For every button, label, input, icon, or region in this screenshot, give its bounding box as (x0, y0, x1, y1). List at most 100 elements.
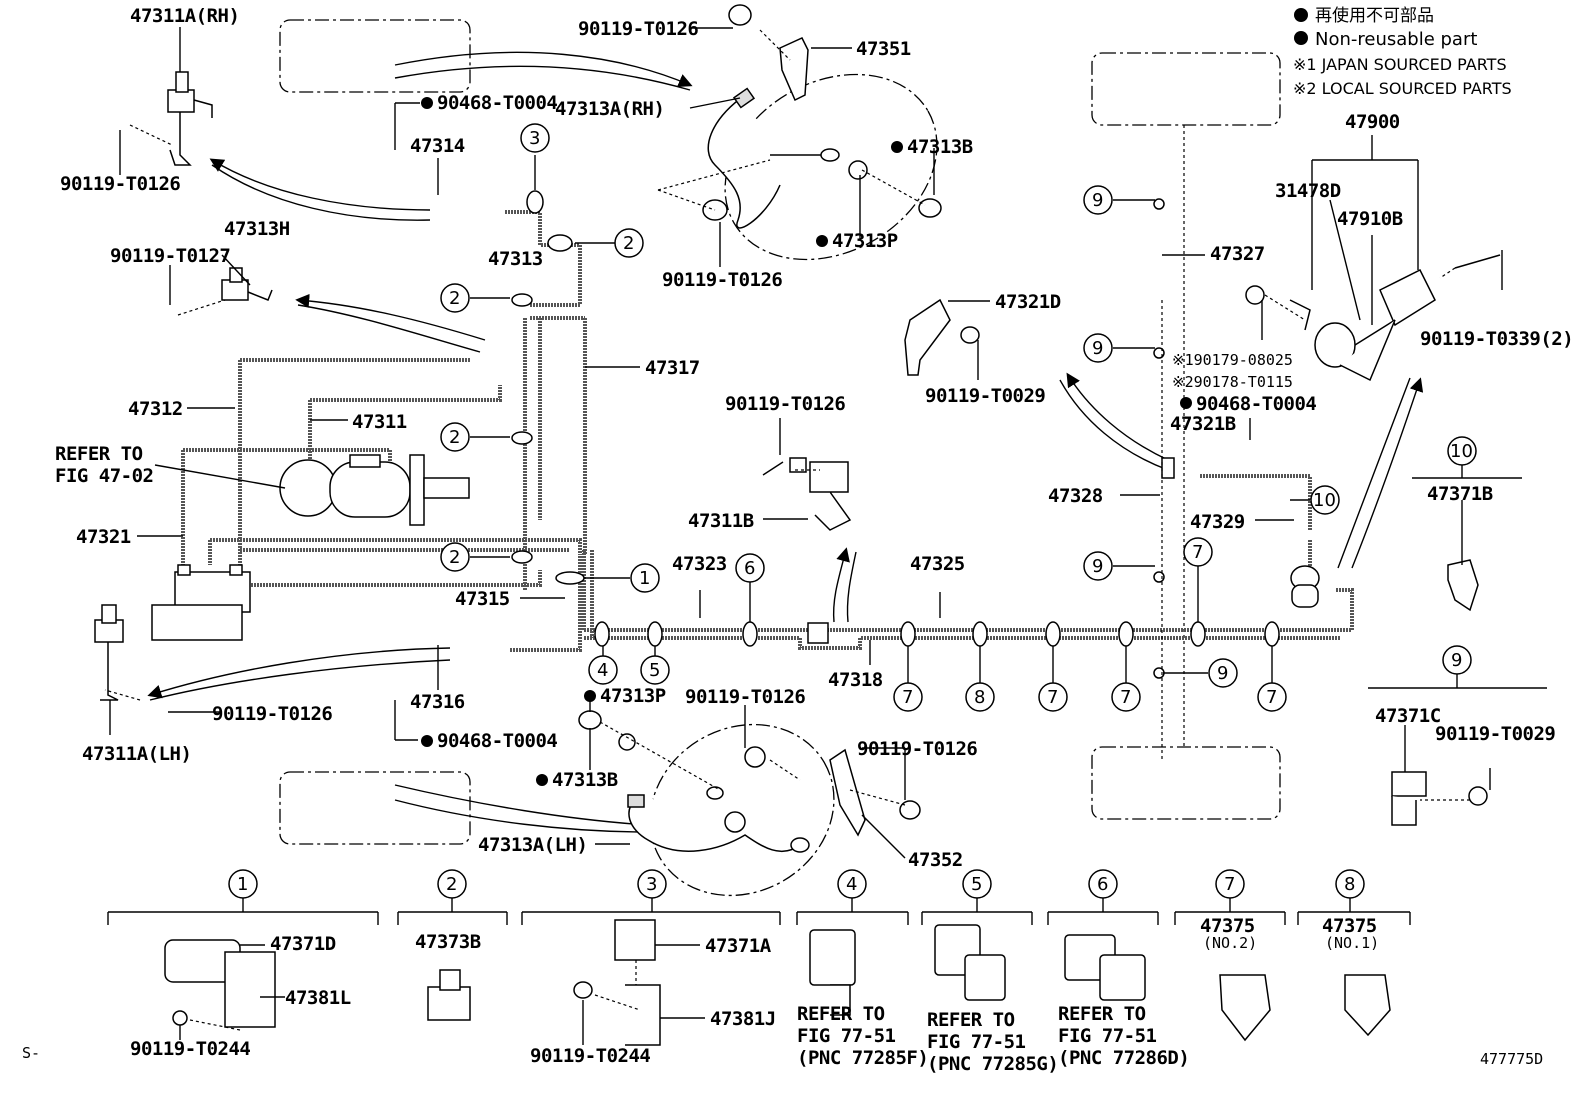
label-90119-T0339: 90119-T0339(2) (1420, 328, 1573, 350)
bracket-47311B (789, 457, 852, 531)
label-47311A-rh: 47311A(RH) (130, 5, 239, 27)
svg-text:3: 3 (529, 128, 540, 149)
ref-2-b: 2 (440, 283, 470, 313)
label-47373B: 47373B (415, 931, 481, 953)
label-47321B: 47321B (1170, 413, 1236, 435)
label-90119-T0127: 90119-T0127 (110, 245, 230, 267)
master-cylinder (279, 454, 470, 526)
legend-ja: 再使用不可部品 (1315, 5, 1434, 26)
label-fig-77-51-c: FIG 77-51 (927, 1031, 1026, 1053)
label-47371D: 47371D (270, 933, 336, 955)
label-refer-to-d: REFER TO (1058, 1003, 1146, 1025)
label-47900: 47900 (1345, 111, 1400, 133)
legend-en: Non-reusable part (1315, 29, 1477, 50)
label-90179-08025: ※190179-08025 (1172, 351, 1293, 369)
brake-pipes (181, 210, 1354, 652)
label-90119-T0126-f: 90119-T0126 (685, 686, 805, 708)
svg-text:7: 7 (902, 687, 913, 708)
label-90119-T0126-c: 90119-T0126 (662, 269, 782, 291)
label-fig-77-51-d: FIG 77-51 (1058, 1025, 1157, 1047)
svg-text:5: 5 (971, 874, 982, 895)
ref-10-main: 10 (1310, 485, 1340, 515)
clip-77285G (934, 924, 1006, 1001)
svg-text:4: 4 (597, 660, 608, 681)
svg-text:5: 5 (649, 660, 660, 681)
clip-47371A (573, 919, 661, 1046)
clip-47371C (1391, 771, 1488, 826)
components (94, 4, 1501, 1046)
label-47351: 47351 (856, 38, 911, 60)
label-47371B: 47371B (1427, 483, 1493, 505)
svg-text:9: 9 (1092, 338, 1103, 359)
label-47316: 47316 (410, 691, 465, 713)
label-90119-T0126-b: 90119-T0126 (60, 173, 180, 195)
label-47321D: 47321D (995, 291, 1061, 313)
label-90468-T0004-b: 90468-T0004 (437, 730, 557, 752)
label-90119-T0126-e: 90119-T0126 (212, 703, 332, 725)
clip-47373B (427, 969, 471, 1021)
label-47325: 47325 (910, 553, 965, 575)
svg-text:3: 3 (646, 874, 657, 895)
svg-text:7: 7 (1224, 874, 1235, 895)
label-47375-no2: 47375 (1200, 915, 1255, 937)
label-47352: 47352 (908, 849, 963, 871)
svg-text:8: 8 (1344, 874, 1355, 895)
label-47375-no1: 47375 (1322, 915, 1377, 937)
label-90119-T0029-a: 90119-T0029 (925, 385, 1045, 407)
label-pnc-77285G: (PNC 77285G) (927, 1053, 1058, 1075)
svg-text:9: 9 (1451, 650, 1462, 671)
label-refer-to-a: REFER TO (55, 443, 143, 465)
legend: 再使用不可部品 Non-reusable part ※1 JAPAN SOURC… (1293, 5, 1512, 98)
ref-7-a: 7 (893, 682, 923, 712)
clip-47371D (164, 939, 276, 1028)
label-47371A: 47371A (705, 935, 772, 957)
label-47315: 47315 (455, 588, 510, 610)
label-47317: 47317 (645, 357, 700, 379)
label-90468-T0004-c: 90468-T0004 (1196, 393, 1316, 415)
svg-text:7: 7 (1047, 687, 1058, 708)
abs-actuator (151, 564, 251, 641)
label-47381L: 47381L (285, 987, 351, 1009)
label-47910B: 47910B (1337, 208, 1403, 230)
ref-9-d: 9 (1208, 658, 1238, 688)
label-47313: 47313 (488, 248, 543, 270)
label-47313B-a: 47313B (907, 136, 973, 158)
label-fig-47-02: FIG 47-02 (55, 465, 153, 487)
label-47313B-b: 47313B (552, 769, 618, 791)
label-pnc-77286D: (PNC 77286D) (1058, 1047, 1189, 1069)
label-47381J: 47381J (710, 1008, 776, 1030)
height-sensor-47900 (1161, 254, 1501, 608)
ref-6-bottom: 6 (1088, 869, 1118, 899)
label-47321: 47321 (76, 526, 131, 548)
label-90119-T0126-g: 90119-T0126 (857, 738, 977, 760)
ref-3-bottom: 3 (637, 869, 667, 899)
label-47313P-b: 47313P (600, 685, 666, 707)
ref-8-bottom: 8 (1335, 869, 1365, 899)
label-31478D: 31478D (1275, 180, 1341, 202)
label-90119-T0244-b: 90119-T0244 (530, 1045, 650, 1067)
label-90119-T0126-a: 90119-T0126 (578, 18, 698, 40)
leader-lines (107, 27, 1547, 1045)
junction-47313H (221, 267, 273, 301)
ref-8-main: 8 (965, 682, 995, 712)
label-47313P-a: 47313P (832, 230, 898, 252)
svg-text:7: 7 (1266, 687, 1277, 708)
ref-7-bottom: 7 (1215, 869, 1245, 899)
flex-hose-rh (702, 4, 942, 229)
ref-7-e: 7 (1257, 682, 1287, 712)
ref-3-main: 3 (520, 123, 550, 153)
label-47311B: 47311B (688, 510, 754, 532)
label-47312: 47312 (128, 398, 183, 420)
label-fig-77-51-b: FIG 77-51 (797, 1025, 896, 1047)
ref-1-main: 1 (630, 563, 660, 593)
label-47323: 47323 (672, 553, 727, 575)
label-47327: 47327 (1210, 243, 1265, 265)
svg-text:1: 1 (237, 874, 248, 895)
fastener-lines (104, 29, 1470, 1031)
svg-text:2: 2 (449, 288, 460, 309)
ref-9-legend: 9 (1442, 645, 1472, 675)
circled-references: 1 2 2 2 2 3 4 5 6 7 8 7 7 7 7 9 9 9 9 10… (228, 123, 1477, 899)
svg-text:1: 1 (639, 568, 650, 589)
label-47313A-rh: 47313A(RH) (555, 98, 664, 120)
label-refer-to-b: REFER TO (797, 1003, 885, 1025)
